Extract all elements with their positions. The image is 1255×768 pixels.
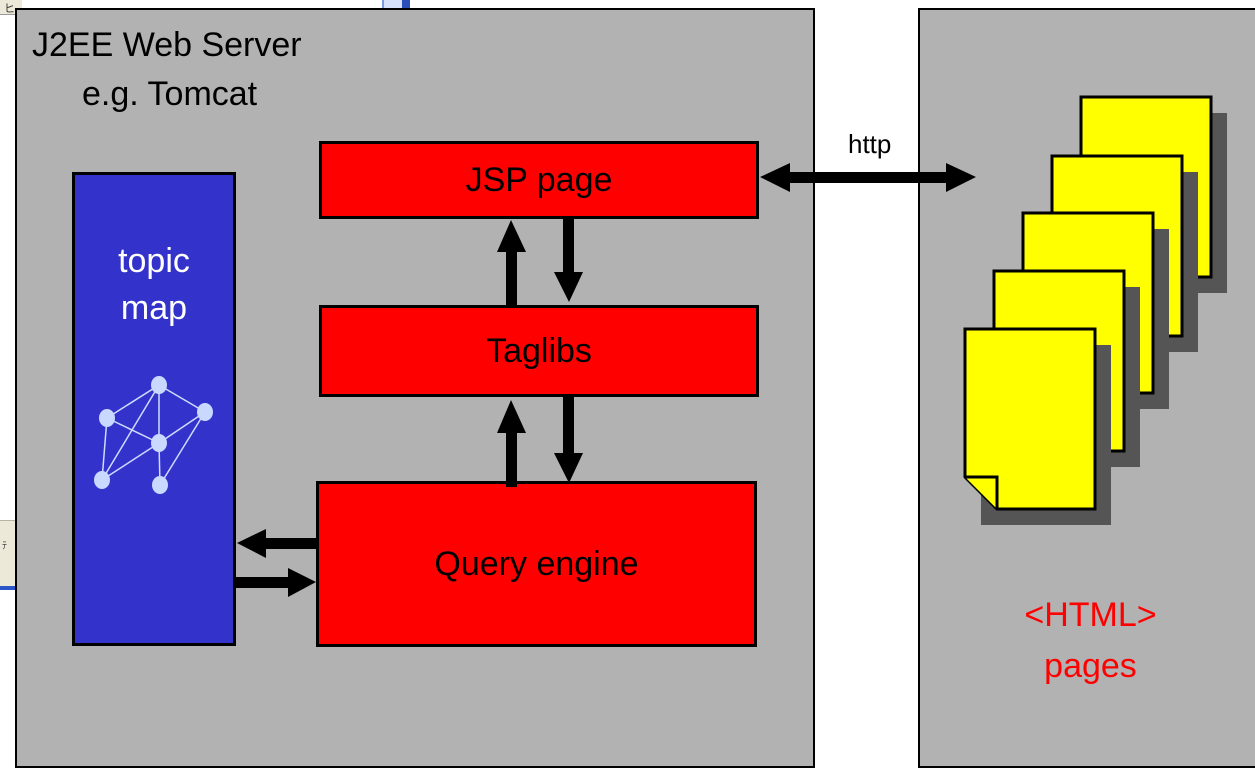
background-window-glyph: ヒ bbox=[4, 3, 15, 15]
graph-node bbox=[99, 409, 115, 427]
html-pages-label-line1: <HTML> bbox=[1024, 596, 1157, 634]
html-pages-label-line2: pages bbox=[1044, 647, 1137, 685]
jsp-taglibs-up-arrow bbox=[497, 220, 526, 306]
html-page-icon bbox=[963, 327, 1113, 527]
query-to-topic-map-arrow bbox=[237, 529, 318, 558]
topic-map-label-line2: map bbox=[120, 289, 188, 327]
background-panel-edge bbox=[0, 586, 22, 590]
taglibs-box: Taglibs bbox=[319, 305, 759, 397]
topic-map-to-query-arrow bbox=[236, 568, 316, 597]
graph-node bbox=[197, 403, 213, 421]
background-scrollbar-thumb bbox=[402, 0, 410, 14]
query-engine-label: Query engine bbox=[434, 544, 639, 583]
graph-node bbox=[94, 471, 110, 489]
taglibs-query-up-arrow bbox=[497, 400, 526, 487]
server-subtitle: e.g. Tomcat bbox=[82, 75, 258, 113]
graph-node bbox=[152, 476, 168, 494]
background-panel-glyph: ﾃ bbox=[2, 541, 7, 552]
http-arrow bbox=[760, 163, 976, 192]
http-label: http bbox=[848, 129, 892, 159]
server-title: J2EE Web Server bbox=[32, 26, 302, 64]
topic-map-network-graph bbox=[101, 384, 206, 486]
html-pages-stack bbox=[963, 95, 1229, 527]
jsp-page-box: JSP page bbox=[319, 141, 759, 219]
taglibs-query-down-arrow bbox=[554, 397, 583, 483]
jsp-page-label: JSP page bbox=[465, 160, 613, 199]
topic-map-label-line1: topic bbox=[118, 242, 190, 280]
graph-node bbox=[151, 434, 167, 452]
topic-map-label: topic map bbox=[72, 238, 236, 332]
jsp-taglibs-down-arrow bbox=[554, 219, 583, 302]
topic-map-nodes bbox=[94, 376, 213, 494]
query-engine-box: Query engine bbox=[316, 481, 757, 647]
graph-node bbox=[151, 376, 167, 394]
taglibs-label: Taglibs bbox=[486, 331, 592, 370]
